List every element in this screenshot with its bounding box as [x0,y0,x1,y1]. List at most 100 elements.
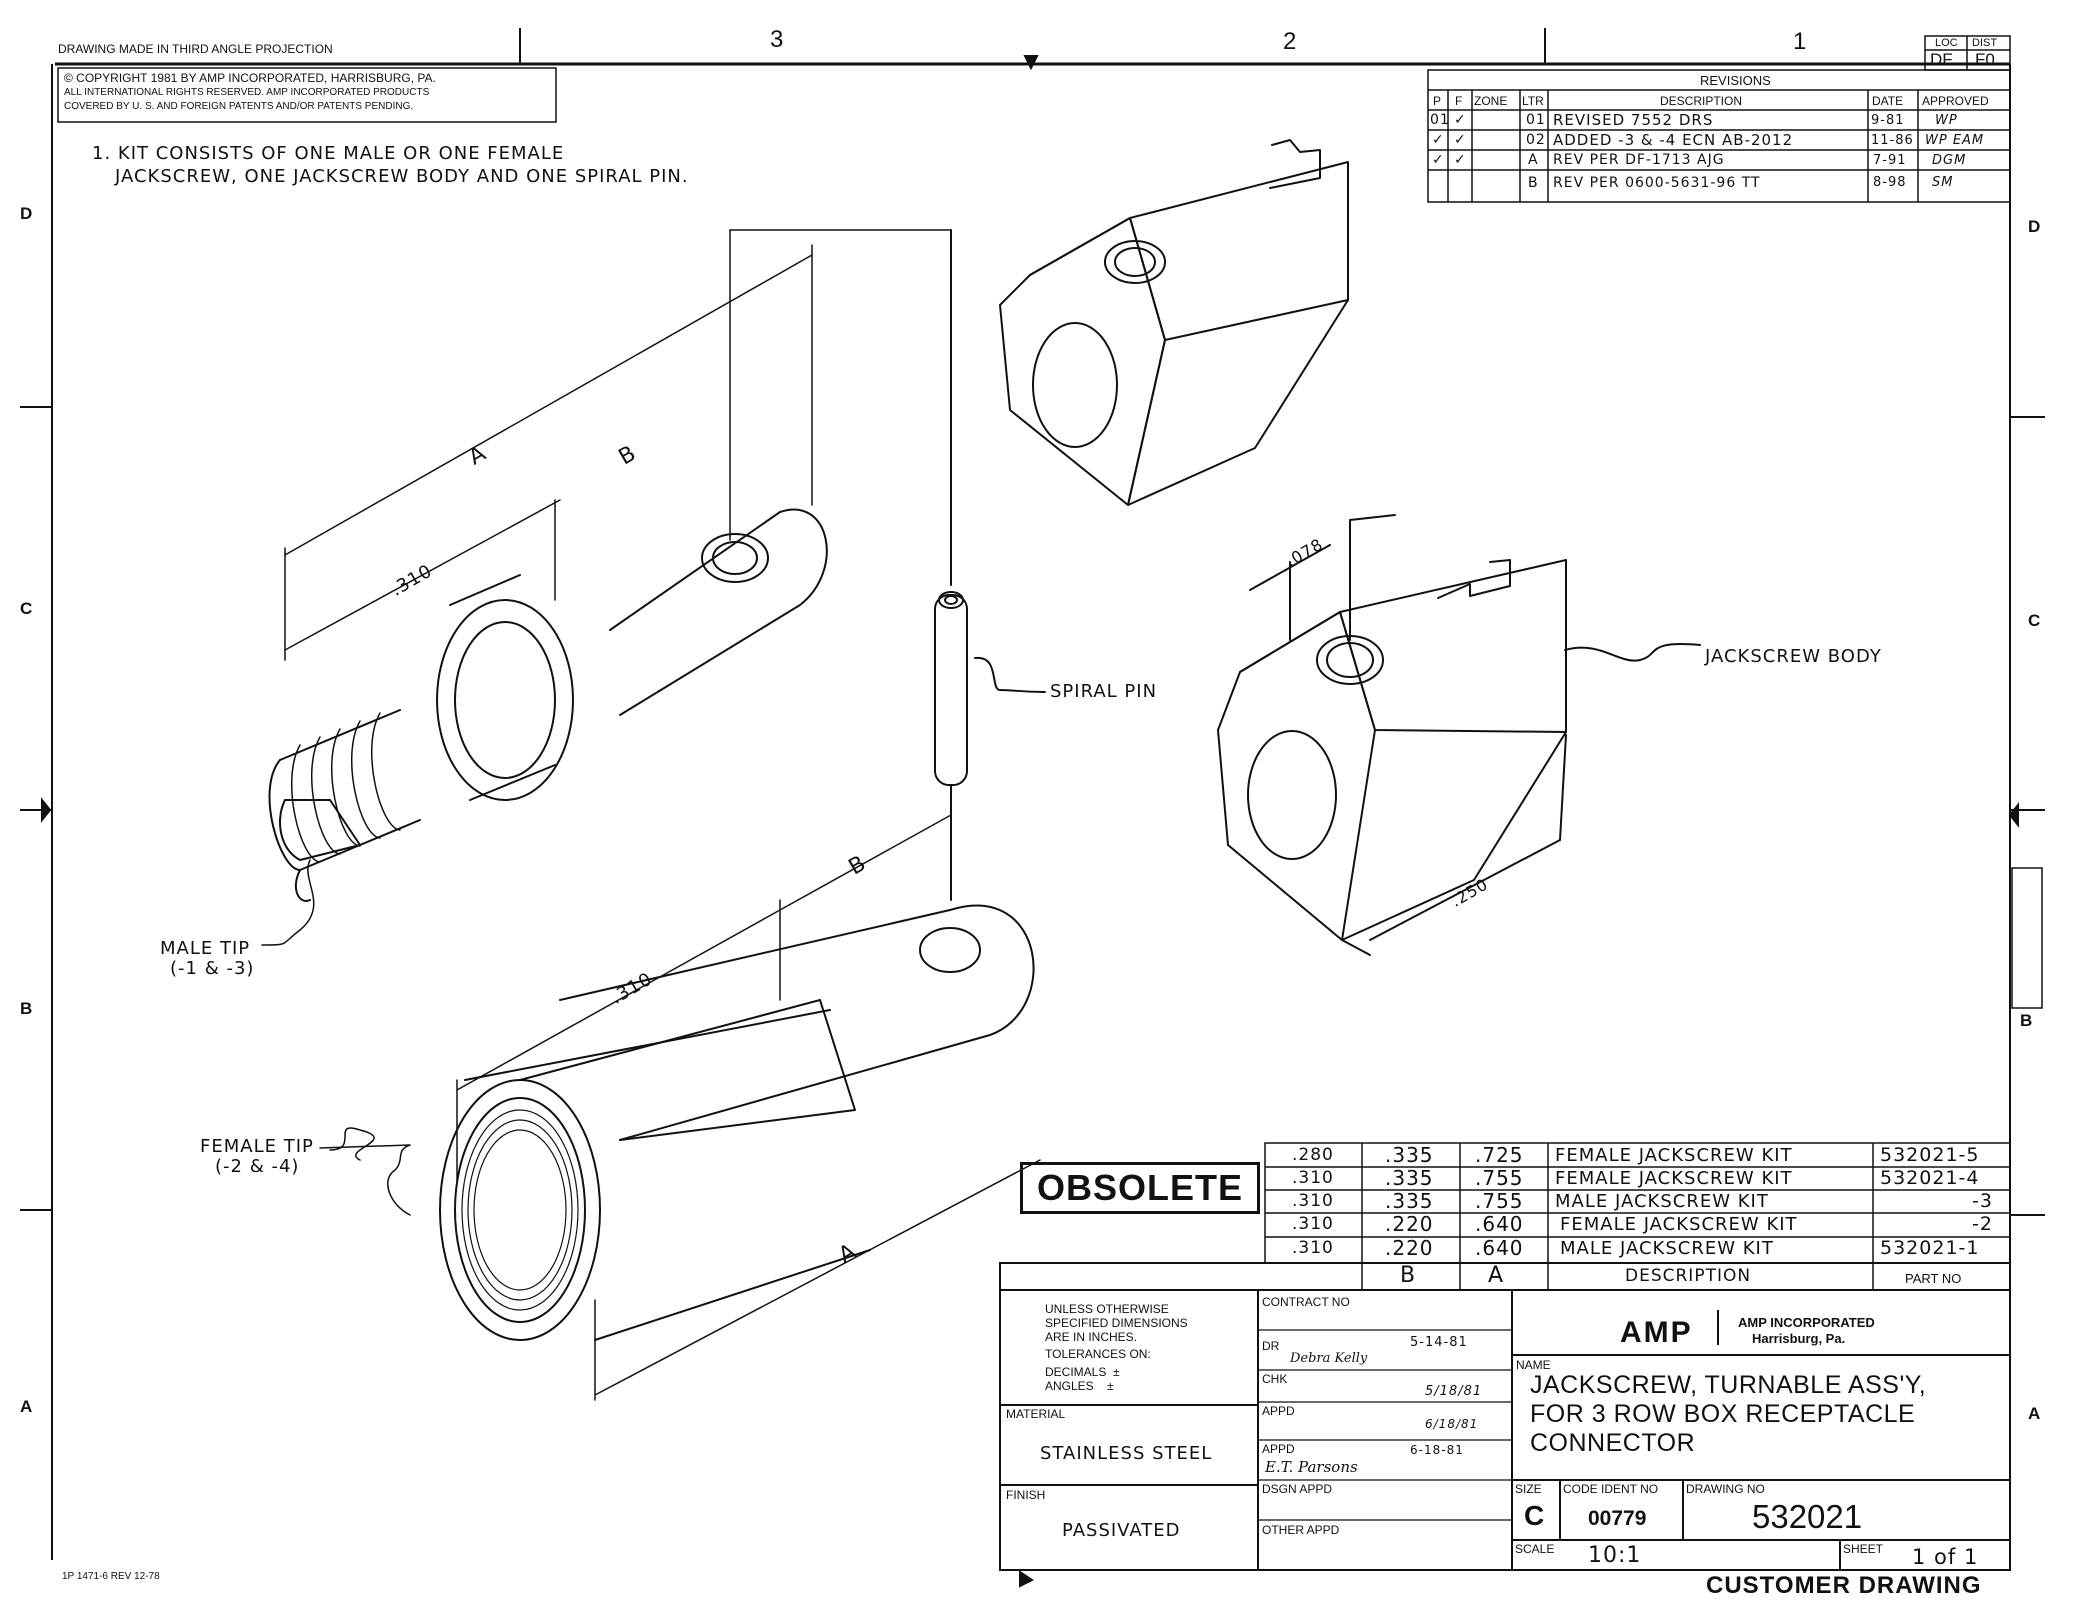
cell-desc: FEMALE JACKSCREW KIT [1560,1214,1798,1235]
revisions-table [1427,69,2011,203]
rev-hdr-ltr: LTR [1522,94,1544,108]
title-line-3: CONNECTOR [1530,1429,1696,1457]
dist-value: F0 [1975,50,1995,69]
dr-date: 5-14-81 [1410,1335,1468,1350]
tol-line-6: ANGLES ± [1045,1379,1114,1393]
rev-hdr-f: F [1455,94,1463,108]
cell-b: .310 [1292,1238,1334,1258]
chk-date: 5/18/81 [1425,1384,1483,1399]
name-label: NAME [1516,1358,1551,1372]
appd1-date: 6/18/81 [1425,1417,1479,1431]
material-label: MATERIAL [1006,1407,1066,1421]
cell-a: .640 [1475,1212,1524,1236]
cell-c: .335 [1385,1166,1434,1190]
rev-hdr-zone: ZONE [1474,94,1508,108]
rev-date: 9-81 [1871,113,1905,128]
rev-ltr: 02 [1526,132,1546,148]
rev-date: 8-98 [1873,175,1907,190]
rev-date: 7-91 [1873,153,1907,168]
female-jackscrew [439,904,1035,1341]
rev-f: ✓ [1454,112,1467,128]
dsgn-label: DSGN APPD [1262,1482,1333,1496]
cell-part: -3 [1972,1190,1993,1212]
rev-desc: REV PER DF-1713 AJG [1553,152,1725,168]
parts-footer-b: B [1400,1263,1417,1288]
material-value: STAINLESS STEEL [1040,1443,1213,1464]
code-ident-label: CODE IDENT NO [1563,1482,1659,1496]
cell-c: .335 [1385,1143,1434,1167]
finish-value: PASSIVATED [1062,1520,1181,1541]
rev-approved: SM [1932,175,1954,190]
parts-footer-a: A [1488,1263,1505,1288]
rev-approved: DGM [1932,153,1967,168]
rev-hdr-desc: DESCRIPTION [1660,94,1743,108]
amp-logo: AMP [1620,1316,1693,1349]
cell-a: .755 [1475,1166,1524,1190]
note-line-1: 1. KIT CONSISTS OF ONE MALE OR ONE FEMAL… [92,143,565,164]
zone-col-2: 2 [1283,28,1297,55]
zone-col-1: 1 [1793,28,1807,55]
revisions-title: REVISIONS [1700,73,1771,88]
customer-drawing: CUSTOMER DRAWING [1706,1572,1982,1599]
other-label: OTHER APPD [1262,1523,1340,1537]
appd2-label: APPD [1262,1442,1295,1456]
copyright-box [57,67,557,123]
dr-label: DR [1262,1339,1280,1353]
rev-p: ✓ [1432,152,1445,168]
rev-desc: REV PER 0600-5631-96 TT [1553,175,1761,191]
sheet-label: SHEET [1843,1542,1884,1556]
form-number: 1P 1471-6 REV 12-78 [62,1571,160,1582]
tol-line-5: DECIMALS ± [1045,1365,1120,1379]
zone-row-b-left: B [20,999,33,1018]
label-jackscrew-body: JACKSCREW BODY [1705,646,1882,667]
dimension-lines [261,229,1041,1401]
code-ident-value: 00779 [1588,1507,1647,1530]
parts-footer-part: PART NO [1905,1271,1962,1286]
cell-a: .640 [1475,1236,1524,1260]
rev-desc: ADDED -3 & -4 ECN AB-2012 [1553,131,1794,149]
zone-row-a-right: A [2028,1404,2041,1423]
rev-approved: WP [1935,113,1958,128]
size-value: C [1524,1500,1545,1531]
cell-desc: MALE JACKSCREW KIT [1555,1191,1769,1212]
zone-row-a-left: A [20,1397,33,1416]
parts-footer-desc: DESCRIPTION [1625,1266,1752,1286]
zone-col-3: 3 [770,26,784,53]
jackscrew-body-lower [1217,514,1701,956]
rev-hdr-approved: APPROVED [1922,94,1989,108]
contract-label: CONTRACT NO [1262,1295,1350,1309]
title-line-2: FOR 3 ROW BOX RECEPTACLE [1530,1400,1916,1428]
rev-desc: REVISED 7552 DRS [1553,111,1714,129]
label-female-tip: FEMALE TIP [200,1136,314,1157]
cell-part: 532021-1 [1880,1237,1980,1259]
dr-name: Debra Kelly [1290,1351,1368,1366]
spiral-pin [934,229,1046,901]
male-jackscrew [268,508,828,902]
label-female-tip-parts: (-2 & -4) [215,1156,300,1177]
rev-ltr: 01 [1526,112,1546,128]
zone-row-c-left: C [20,599,33,618]
loc-value: DF [1930,50,1953,69]
copyright-line-1: © COPYRIGHT 1981 BY AMP INCORPORATED, HA… [64,71,436,85]
cell-part: 532021-4 [1880,1167,1980,1189]
rev-approved: WP EAM [1925,133,1985,148]
rev-f: ✓ [1454,152,1467,168]
tol-line-3: ARE IN INCHES. [1045,1330,1138,1344]
sheet-value: 1 of 1 [1912,1545,1979,1569]
cell-a: .755 [1475,1189,1524,1213]
label-spiral-pin: SPIRAL PIN [1050,681,1158,702]
drawing-no-label: DRAWING NO [1686,1482,1765,1496]
projection-note: DRAWING MADE IN THIRD ANGLE PROJECTION [58,42,333,56]
company-city: Harrisburg, Pa. [1752,1331,1846,1346]
appd1-label: APPD [1262,1404,1295,1418]
scale-value: 10:1 [1588,1543,1642,1568]
rev-ltr: B [1528,175,1539,191]
scale-label: SCALE [1515,1542,1555,1556]
tol-line-4: TOLERANCES ON: [1045,1347,1151,1361]
cell-part: 532021-5 [1880,1144,1980,1166]
zone-row-d-right: D [2028,217,2041,236]
tol-line-2: SPECIFIED DIMENSIONS [1045,1316,1188,1330]
cell-desc: FEMALE JACKSCREW KIT [1555,1168,1793,1189]
cell-desc: FEMALE JACKSCREW KIT [1555,1145,1793,1166]
